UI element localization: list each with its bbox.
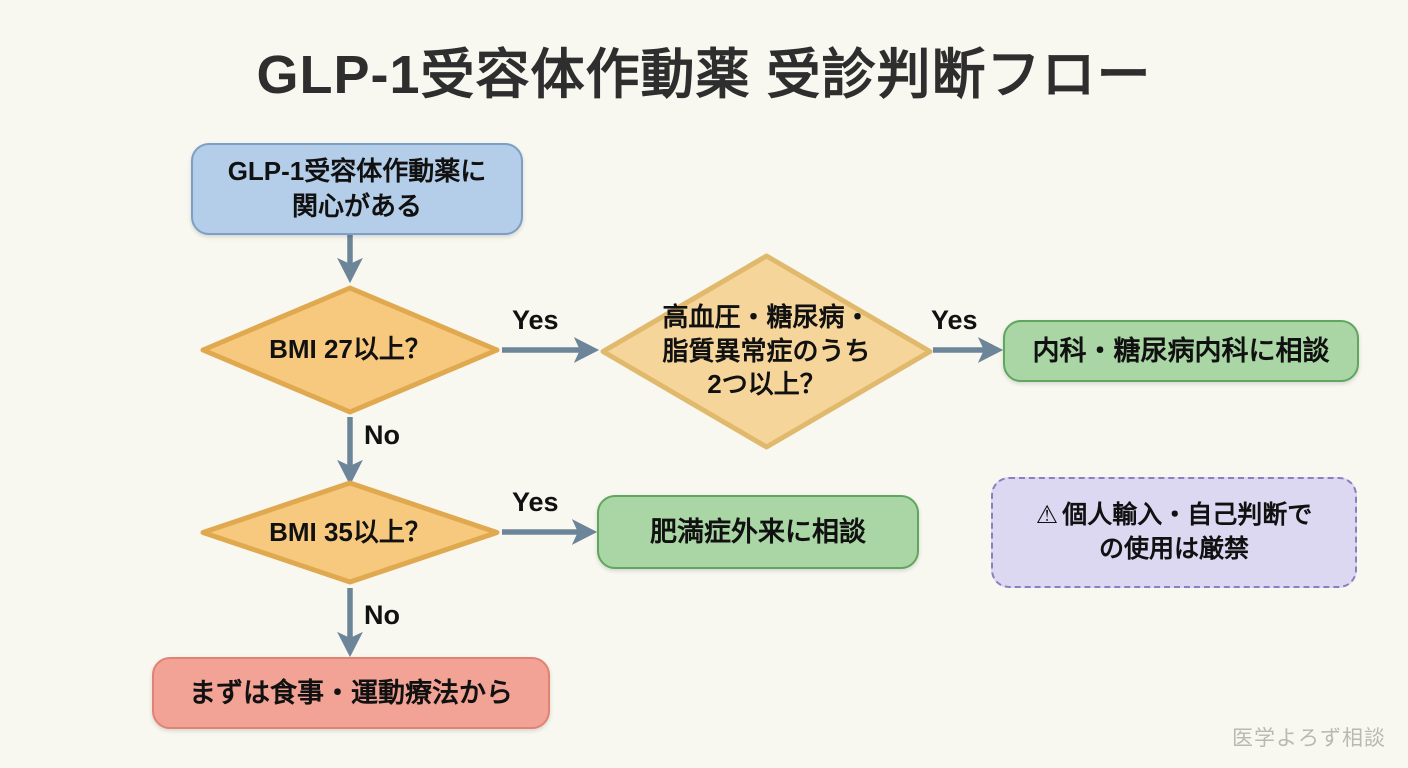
warning-line2: の使用は厳禁 xyxy=(1098,534,1249,563)
comorbidity-line3: 2つ以上？ xyxy=(707,369,826,400)
outcome-obesity-clinic-label: 肥満症外来に相談 xyxy=(650,516,866,547)
node-decision-bmi27-label: BMI 27以上？ xyxy=(269,334,431,365)
node-outcome-diet-exercise[interactable]: まずは食事・運動療法から xyxy=(152,657,550,729)
diamond-shape-comorbidity xyxy=(600,253,933,450)
outcome-diet-exercise-label: まずは食事・運動療法から xyxy=(189,677,513,708)
node-decision-bmi27[interactable]: BMI 27以上？ xyxy=(200,285,500,415)
node-decision-bmi35-label: BMI 35以上？ xyxy=(269,516,431,547)
node-warning[interactable]: ⚠個人輸入・自己判断で の使用は厳禁 xyxy=(991,477,1357,588)
edge-label-bmi27-no: No xyxy=(364,420,400,450)
node-start-line2: 関心がある xyxy=(291,191,422,221)
edge-label-bmi27-yes: Yes xyxy=(512,305,559,335)
node-outcome-obesity-clinic[interactable]: 肥満症外来に相談 xyxy=(597,495,919,569)
page-title: GLP-1受容体作動薬 受診判断フロー xyxy=(256,45,1152,105)
node-outcome-internal-medicine[interactable]: 内科・糖尿病内科に相談 xyxy=(1003,320,1359,382)
node-start[interactable]: GLP-1受容体作動薬に 関心がある xyxy=(191,143,523,235)
comorbidity-line2: 脂質異常症のうち xyxy=(662,335,871,366)
diamond-shape-bmi27 xyxy=(200,285,500,415)
edge-label-bmi35-yes: Yes xyxy=(512,487,559,517)
warning-triangle-icon: ⚠ xyxy=(1035,501,1059,529)
edge-label-comorbidity-yes: Yes xyxy=(931,305,978,335)
comorbidity-line1: 高血圧・糖尿病・ xyxy=(662,301,871,332)
outcome-internal-medicine-label: 内科・糖尿病内科に相談 xyxy=(1032,335,1330,366)
edge-label-bmi35-no: No xyxy=(364,600,400,630)
diamond-shape-bmi35 xyxy=(200,480,500,585)
node-decision-bmi35[interactable]: BMI 35以上？ xyxy=(200,480,500,585)
node-start-line1: GLP-1受容体作動薬に xyxy=(227,156,487,187)
watermark-credit: 医学よろず相談 xyxy=(1232,727,1386,750)
node-decision-comorbidity[interactable]: 高血圧・糖尿病・ 脂質異常症のうち 2つ以上？ xyxy=(600,253,933,450)
node-decision-comorbidity-label: 高血圧・糖尿病・ 脂質異常症のうち 2つ以上？ xyxy=(600,253,933,450)
warning-line1: 個人輸入・自己判断で xyxy=(1062,501,1313,529)
